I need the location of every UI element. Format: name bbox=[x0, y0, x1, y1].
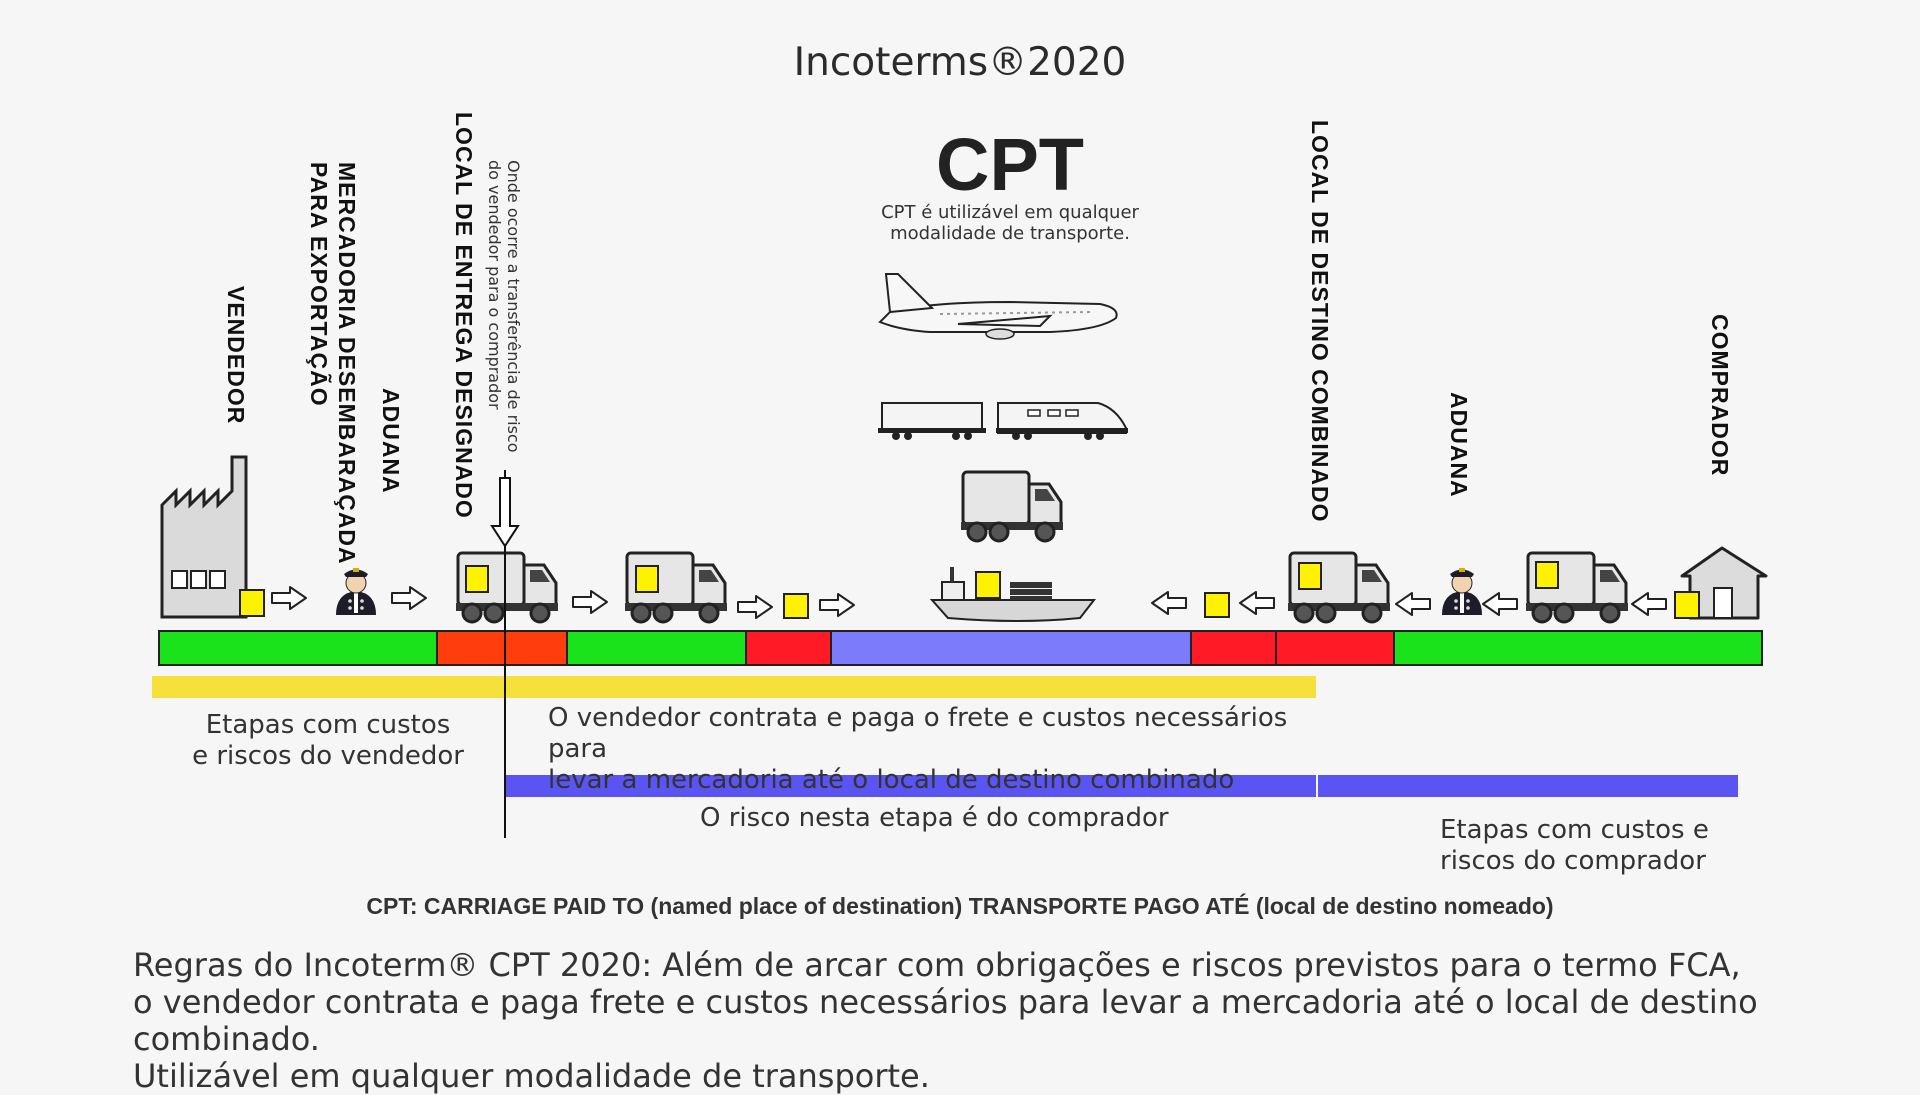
buyer-risk-bar bbox=[506, 775, 1316, 797]
truck-icon bbox=[959, 470, 1065, 543]
footer-title: CPT: CARRIAGE PAID TO (named place of de… bbox=[366, 893, 1554, 919]
factory-icon bbox=[160, 455, 248, 619]
cargo-box-icon bbox=[635, 565, 659, 593]
text-seller-costs: Etapas com custos e riscos do vendedor bbox=[192, 710, 464, 771]
arrow-right-icon bbox=[572, 590, 608, 614]
seller-cost-bar bbox=[152, 676, 1316, 698]
arrow-right-icon bbox=[737, 595, 773, 619]
arrow-left-icon bbox=[1151, 591, 1187, 615]
cargo-box-icon bbox=[783, 593, 809, 619]
ship-icon bbox=[929, 567, 1097, 622]
airplane-icon bbox=[878, 273, 1118, 340]
incoterm-code: CPT bbox=[936, 123, 1084, 206]
label-destination-place: LOCAL DE DESTINO COMBINADO bbox=[1307, 120, 1333, 523]
incoterm-note: CPT é utilizável em qualquer modalidade … bbox=[881, 202, 1139, 244]
train-icon bbox=[878, 402, 1128, 440]
arrow-right-icon bbox=[819, 593, 855, 617]
buyer-cost-bar bbox=[1318, 775, 1738, 797]
rules-text: Regras do Incoterm® CPT 2020: Além de ar… bbox=[133, 946, 1758, 1095]
label-customs-origin: ADUANA bbox=[378, 388, 404, 494]
page-title: Incoterms®2020 bbox=[793, 40, 1127, 85]
text-buyer-risk: O risco nesta etapa é do comprador bbox=[700, 803, 1169, 833]
label-customs-destination: ADUANA bbox=[1446, 392, 1472, 498]
stage-bar bbox=[158, 630, 1763, 666]
text-buyer-costs: Etapas com custos e riscos do comprador bbox=[1440, 815, 1709, 876]
label-delivery-place: LOCAL DE ENTREGA DESIGNADO bbox=[451, 112, 477, 519]
label-seller: VENDEDOR bbox=[223, 286, 249, 425]
arrow-left-icon bbox=[1395, 592, 1431, 616]
label-buyer: COMPRADOR bbox=[1707, 314, 1733, 477]
customs-officer-icon bbox=[335, 567, 377, 616]
arrow-right-icon bbox=[391, 586, 427, 610]
arrow-left-icon bbox=[1482, 592, 1518, 616]
arrow-left-icon bbox=[1631, 592, 1667, 616]
text-seller-freight: O vendedor contrata e paga o frete e cus… bbox=[548, 703, 1288, 795]
arrow-down-icon bbox=[490, 477, 520, 548]
label-risk-transfer: Onde ocorre a transferência de risco do … bbox=[485, 160, 523, 453]
customs-officer-icon bbox=[1441, 567, 1483, 616]
cargo-box-icon bbox=[1204, 592, 1230, 618]
cargo-box-icon bbox=[1298, 562, 1322, 590]
arrow-left-icon bbox=[1239, 591, 1275, 615]
cargo-box-icon bbox=[239, 589, 265, 617]
arrow-right-icon bbox=[271, 586, 307, 610]
label-goods-cleared: MERCADORIA DESEMBARAÇADA PARA EXPORTAÇÃO bbox=[306, 162, 360, 565]
cargo-box-icon bbox=[1535, 561, 1559, 589]
cargo-box-icon bbox=[465, 565, 489, 593]
house-icon bbox=[1680, 546, 1768, 620]
cargo-box-icon bbox=[1674, 591, 1700, 619]
